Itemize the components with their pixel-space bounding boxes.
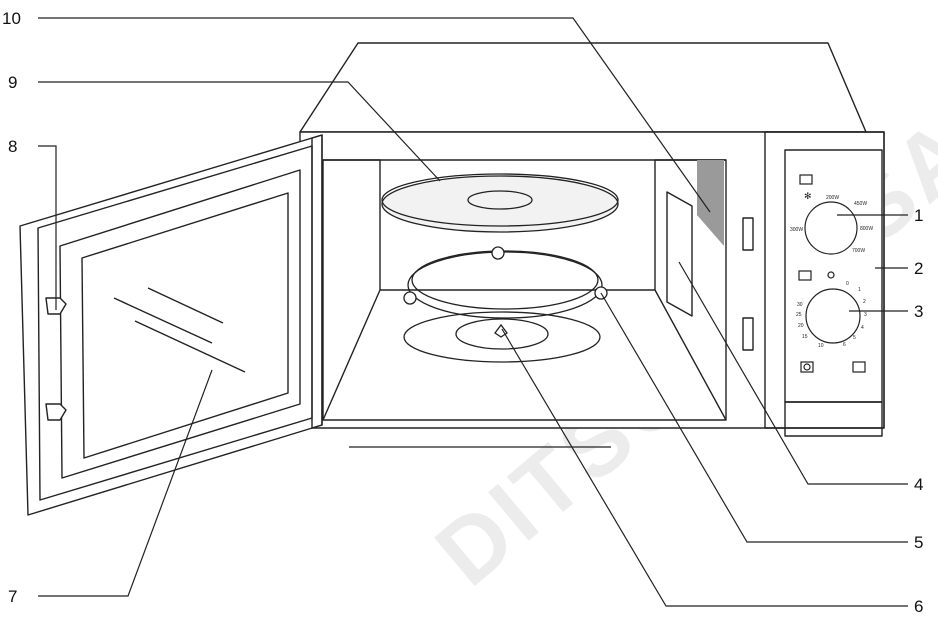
power-dial[interactable] [804, 201, 858, 255]
mica-cover [666, 191, 693, 317]
leader-line-10 [38, 17, 711, 213]
leader-line-9 [38, 81, 441, 182]
timer-tick: 3 [864, 312, 867, 318]
power-icon-box [799, 174, 813, 185]
callout-number-9: 9 [8, 73, 17, 92]
timer-dial[interactable] [805, 288, 861, 344]
leader-line-4 [678, 261, 908, 485]
glass-tray [381, 175, 619, 233]
callout-number-10: 10 [2, 9, 21, 28]
timer-tick: 10 [818, 343, 824, 349]
power-tick: 450W [854, 201, 867, 207]
defrost-icon: ✻ [804, 192, 812, 202]
leader-line-7 [38, 369, 213, 597]
clock-icon-box [800, 361, 814, 373]
leader-line-6 [501, 328, 908, 607]
floor-ellipse-inner [455, 318, 549, 350]
door-release [784, 401, 883, 437]
callout-number-6: 6 [914, 597, 923, 616]
leader-lines [38, 17, 908, 607]
glass-tray-rim [381, 173, 619, 227]
timer-tick: 6 [843, 342, 846, 348]
timer-icon [827, 271, 835, 279]
power-tick: 300W [790, 227, 803, 233]
door-latch-lower [45, 403, 67, 421]
vent-grille [697, 160, 724, 246]
timer-tick: 0 [846, 281, 849, 287]
roller-ring [407, 251, 603, 319]
controls: ✻ 200W 450W 800W 700W 300W 0 1 2 3 4 5 6… [790, 174, 873, 373]
callout-number-4: 4 [914, 475, 923, 494]
power-tick: 200W [826, 195, 839, 201]
timer-tick: 4 [861, 325, 864, 331]
glass-reflection-2 [113, 297, 213, 344]
power-dial-ticks: 200W 450W 800W 700W 300W [790, 195, 873, 254]
timer-tick: 20 [798, 323, 804, 329]
control-panel [764, 131, 885, 429]
timer-tick: 25 [796, 312, 802, 318]
timer-tick: 30 [797, 302, 803, 308]
cavity-back-wall [322, 159, 381, 421]
latch-hole-upper [742, 217, 754, 251]
roller-wheel-top [491, 246, 505, 260]
power-tick: 700W [852, 248, 865, 254]
callout-number-7: 7 [8, 587, 17, 606]
leader-line-8 [38, 145, 57, 310]
door-window [81, 192, 289, 459]
timer-tick: 2 [863, 299, 866, 305]
callout-number-2: 2 [914, 259, 923, 278]
front-frame [299, 131, 885, 429]
door-outer [19, 134, 323, 516]
power-tick: 800W [860, 226, 873, 232]
leader-line-5 [600, 292, 908, 543]
glass-tray-center [467, 190, 533, 210]
latch-hole-lower [742, 317, 754, 351]
callout-number-3: 3 [914, 302, 923, 321]
callout-number-1: 1 [914, 206, 923, 225]
callout-number-5: 5 [914, 533, 923, 552]
timer-tick: 15 [802, 334, 808, 340]
timer-tick: 5 [853, 335, 856, 341]
cavity-right-wall [654, 159, 727, 421]
timer-tick: 1 [858, 287, 861, 293]
roller-wheel-left [403, 291, 417, 305]
grill-icon-box [798, 270, 812, 281]
callout-number-8: 8 [8, 137, 17, 156]
glass-reflection-1 [147, 287, 224, 324]
floor-ellipse-outer [403, 311, 601, 363]
turntable-parts [381, 173, 619, 363]
mode-icon-box [852, 361, 866, 373]
microwave-body [299, 42, 885, 437]
door-window-frame [59, 169, 301, 479]
door-hinge-edge [311, 134, 323, 429]
callout-numbers: 1 2 3 4 5 6 7 8 9 10 [2, 9, 923, 616]
oven-cavity [322, 159, 727, 421]
roller-ring-inner [411, 250, 599, 310]
glass-reflection-3 [134, 320, 246, 373]
timer-dial-ticks: 0 1 2 3 4 5 6 10 15 20 25 30 [796, 281, 867, 349]
door [19, 134, 323, 516]
top-panel [299, 42, 867, 133]
coupler [494, 323, 508, 338]
clock-icon [803, 363, 811, 371]
